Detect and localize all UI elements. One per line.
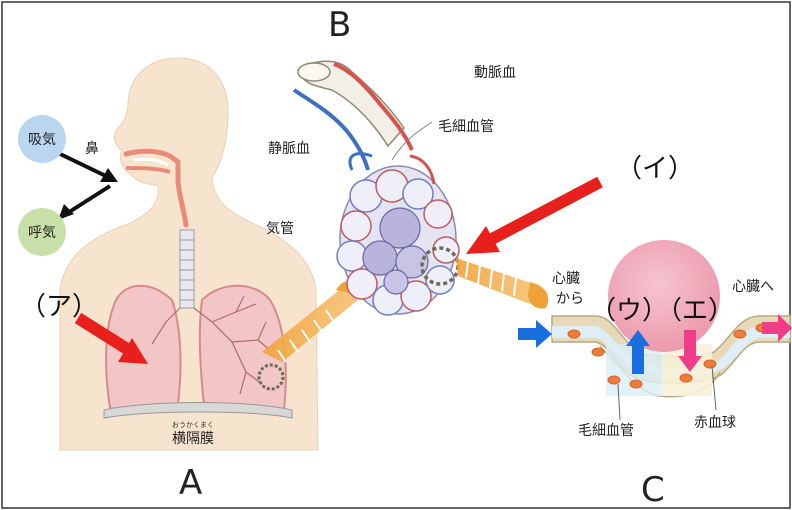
vein-label: 静脈血 [268,138,310,158]
capillary-label-c: 毛細血管 [578,420,634,440]
to-heart-label: 心臓へ [732,276,774,296]
inhale-bubble: 吸気 [18,115,66,163]
breath-arrows [56,152,118,220]
marker-a: （ア） [20,286,98,323]
flow-arrow-in [518,320,552,348]
trachea-label: 気管 [266,218,294,238]
from-heart-label-1: 心臓 [552,268,580,288]
from-heart-label-2: から [556,288,584,308]
panel-label-c: C [641,470,665,510]
marker-i: （イ） [616,148,694,185]
trachea [180,230,194,308]
panel-label-a: A [179,463,202,503]
nose-label: 鼻 [85,138,99,158]
diaphragm-label: 横隔膜 [172,428,214,448]
marker-e: （エ） [656,290,734,327]
panel-label-b: B [328,5,351,45]
alveoli-cluster [337,154,459,315]
exhale-bubble: 呼気 [18,208,66,256]
zoom-cone-bc [456,258,548,308]
rbc-label: 赤血球 [694,412,736,432]
red-arrow-i [466,182,600,254]
artery-label: 動脈血 [474,62,516,82]
capillary-label-b: 毛細血管 [438,116,494,136]
